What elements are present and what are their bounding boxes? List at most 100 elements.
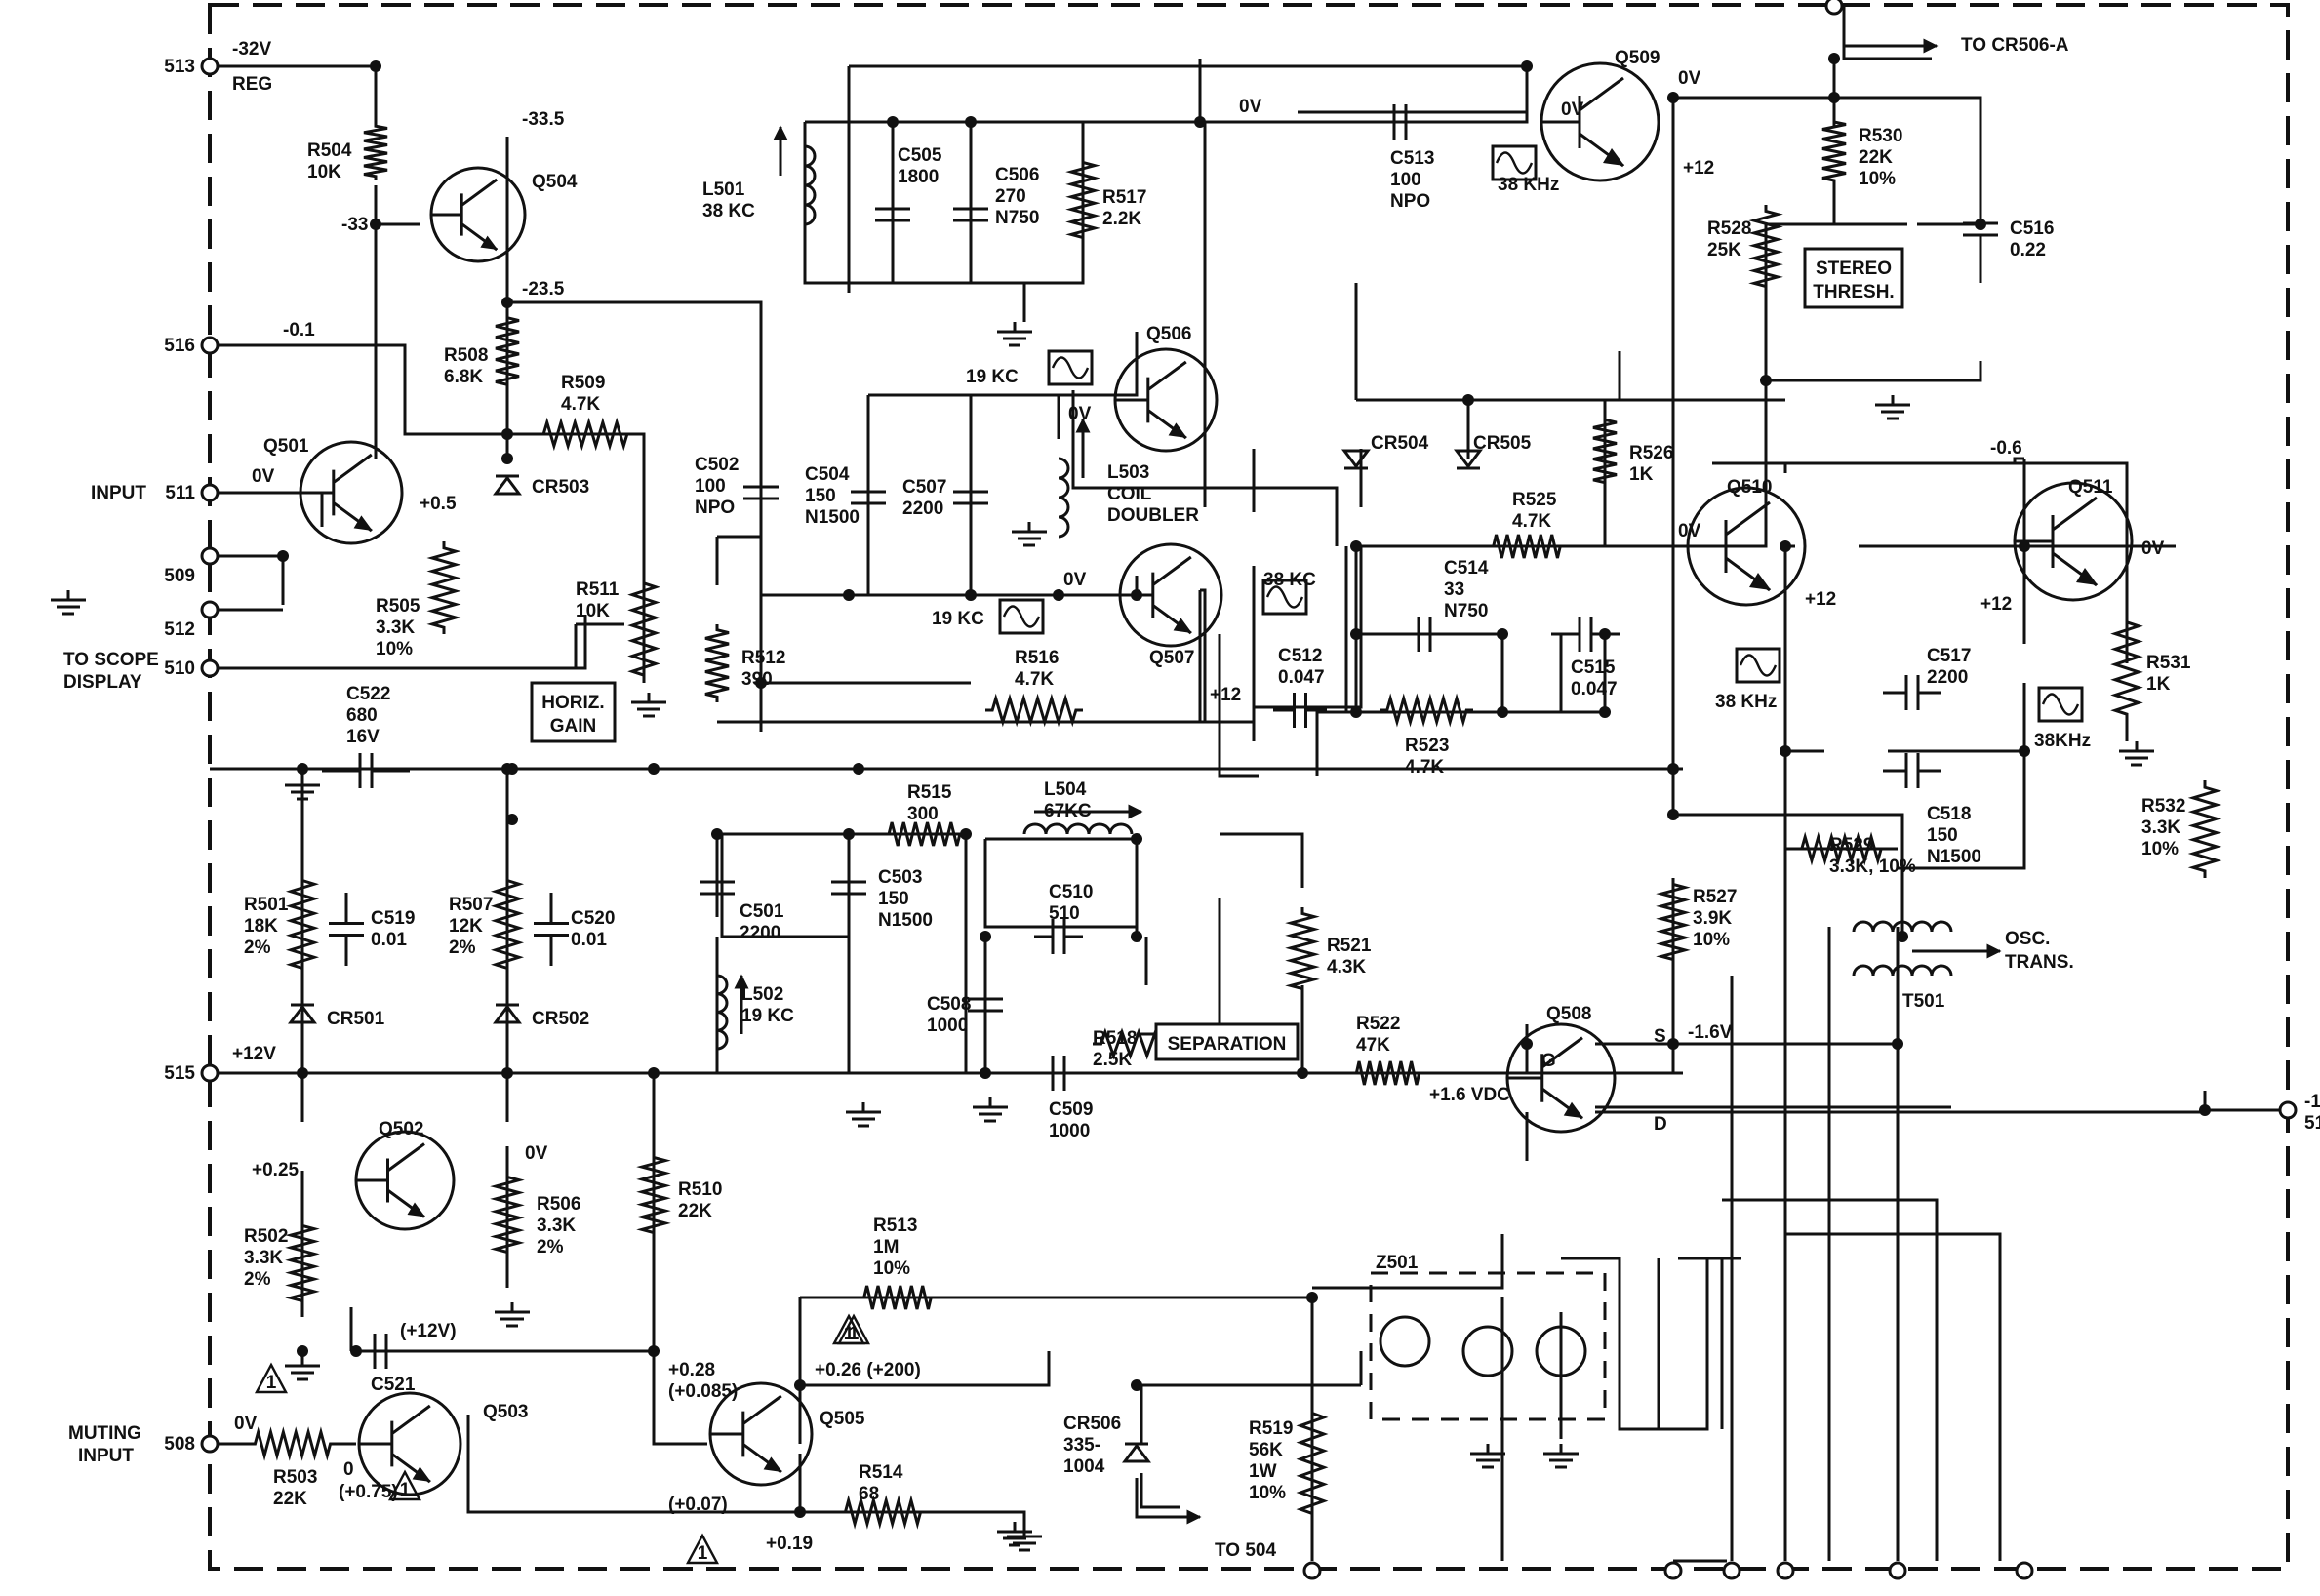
junction-dot <box>1306 1292 1318 1303</box>
junction-dot <box>501 763 513 775</box>
component-label-r505: R505 <box>376 596 420 617</box>
capacitor-c509-icon <box>1034 1056 1083 1091</box>
component-label-cr503: CR503 <box>532 477 589 498</box>
warning-number: 1 <box>849 1324 860 1344</box>
component-label-cr504: CR504 <box>1371 433 1429 454</box>
component-label-q503: Q503 <box>483 1402 528 1422</box>
diode-cr503-icon <box>493 474 522 496</box>
warning-triangle-icon <box>254 1362 289 1394</box>
terminal-511-label: 511 <box>165 483 195 503</box>
component-label-r507: 2% <box>449 938 476 958</box>
voltage-v_p12_q507: +12 <box>1210 685 1241 705</box>
component-label-r522: 47K <box>1356 1035 1390 1056</box>
component-label-c519: 0.01 <box>371 930 407 950</box>
label-text: OSC. <box>2005 929 2050 949</box>
component-label-r506: 3.3K <box>537 1216 576 1236</box>
terminal-bottom-4 <box>1776 1561 1795 1580</box>
warning-triangle-icon <box>387 1469 422 1501</box>
junction-dot <box>1667 1038 1679 1050</box>
emitter-arrow-icon <box>353 515 373 531</box>
component-label-r532: R532 <box>2141 796 2185 817</box>
capacitor-c513-icon <box>1376 104 1424 140</box>
component-label-cr505: CR505 <box>1473 433 1532 454</box>
capacitor-c504-icon <box>851 449 886 546</box>
boxed-label-stereo_thresh <box>1803 247 1904 309</box>
component-label-r521: 4.3K <box>1327 957 1366 978</box>
junction-dot <box>1828 53 1840 64</box>
voltage-v_06: -0.6 <box>1990 438 2022 459</box>
component-label-c516: C516 <box>2010 219 2054 239</box>
component-label-r511: 10K <box>576 601 610 621</box>
component-label-l501: L501 <box>702 180 745 200</box>
component-label-r510: 22K <box>678 1201 712 1221</box>
component-label-z501: Z501 <box>1376 1253 1419 1273</box>
terminal-51x-label: 51 <box>2304 1113 2320 1134</box>
junction-dot <box>1131 931 1142 942</box>
component-label-c514: 33 <box>1444 579 1464 600</box>
junction-dot <box>501 297 513 308</box>
component-label-c514: N750 <box>1444 601 1488 621</box>
component-label-cr506: CR506 <box>1063 1414 1121 1434</box>
ground-icon <box>2117 739 2156 767</box>
resistor-r513-icon <box>859 1285 937 1310</box>
transistor-leads <box>1688 500 1771 592</box>
component-label-c513: 100 <box>1390 170 1421 190</box>
terminal-516-label: 516 <box>164 336 195 356</box>
junction-dot <box>370 219 381 230</box>
component-label-c507: 2200 <box>902 499 943 519</box>
ground-icon <box>971 1096 1010 1123</box>
voltage-v_16v: -1.6V <box>1688 1022 1733 1043</box>
resistor-r517-icon <box>1065 156 1100 244</box>
voltage-v_235: -23.5 <box>522 279 565 299</box>
component-label-r523: R523 <box>1405 736 1449 756</box>
component-label-c515: C515 <box>1571 658 1616 678</box>
voltage-v_p16vdc: +1.6 VDC <box>1429 1085 1510 1105</box>
resistor-r504-icon <box>363 122 388 180</box>
junction-dot <box>2199 1104 2211 1116</box>
capacitor-c515-icon <box>1551 617 1620 652</box>
component-label-c512: 0.047 <box>1278 667 1325 688</box>
transistor-leads <box>1507 1036 1583 1120</box>
component-label-r513: 10% <box>873 1258 910 1279</box>
emitter-arrow-icon <box>1173 618 1192 633</box>
component-label-l503: COIL <box>1107 484 1152 504</box>
ground-icon <box>1541 1442 1580 1469</box>
ground-icon <box>844 1100 883 1128</box>
resistor-r507-icon <box>490 873 525 976</box>
terminal-508-label: 508 <box>164 1434 195 1455</box>
transistor-leads <box>2015 496 2098 587</box>
sine-wave-icon <box>1739 654 1778 677</box>
resistor-r523-icon <box>1380 693 1473 728</box>
junction-dot <box>965 589 977 601</box>
junction-dot <box>370 60 381 72</box>
transistor-leads <box>431 178 499 252</box>
transistor-leads <box>359 1404 431 1484</box>
ground-icon <box>1873 393 1912 420</box>
warning-number: 1 <box>400 1480 411 1500</box>
junction-dot <box>1897 931 1908 942</box>
voltage-v_19kc_a: 19 KC <box>966 367 1019 387</box>
component-label-r504: R504 <box>307 140 352 161</box>
component-label-r531: R531 <box>2146 653 2191 673</box>
junction-dot <box>277 550 289 562</box>
component-label-r530: 10% <box>1859 169 1896 189</box>
emitter-arrow-icon <box>1168 422 1187 438</box>
junction-dot <box>648 763 660 775</box>
voltage-v_026: +0.26 (+200) <box>815 1360 921 1380</box>
label-text: TO CR506-A <box>1961 35 2069 56</box>
component-label-r502: R502 <box>244 1226 288 1247</box>
component-label-r505: 3.3K <box>376 618 415 638</box>
component-label-q511: Q511 <box>2068 477 2113 498</box>
component-label-r511: R511 <box>576 579 620 600</box>
ground-icon <box>995 320 1034 347</box>
voltage-v_0v_mute: 0V <box>234 1414 258 1434</box>
boxed-text: THRESH. <box>1813 282 1894 302</box>
sine-wave-icon <box>1051 356 1090 379</box>
terminal-bottom-2 <box>1663 1561 1683 1580</box>
component-label-r525: 4.7K <box>1512 511 1551 532</box>
voltage-v_p12v_c521: (+12V) <box>400 1321 457 1341</box>
terminal-509 <box>200 546 220 566</box>
label-text: TRANS. <box>2005 952 2074 973</box>
label-text: DISPLAY <box>63 672 142 693</box>
junction-dot <box>843 589 855 601</box>
